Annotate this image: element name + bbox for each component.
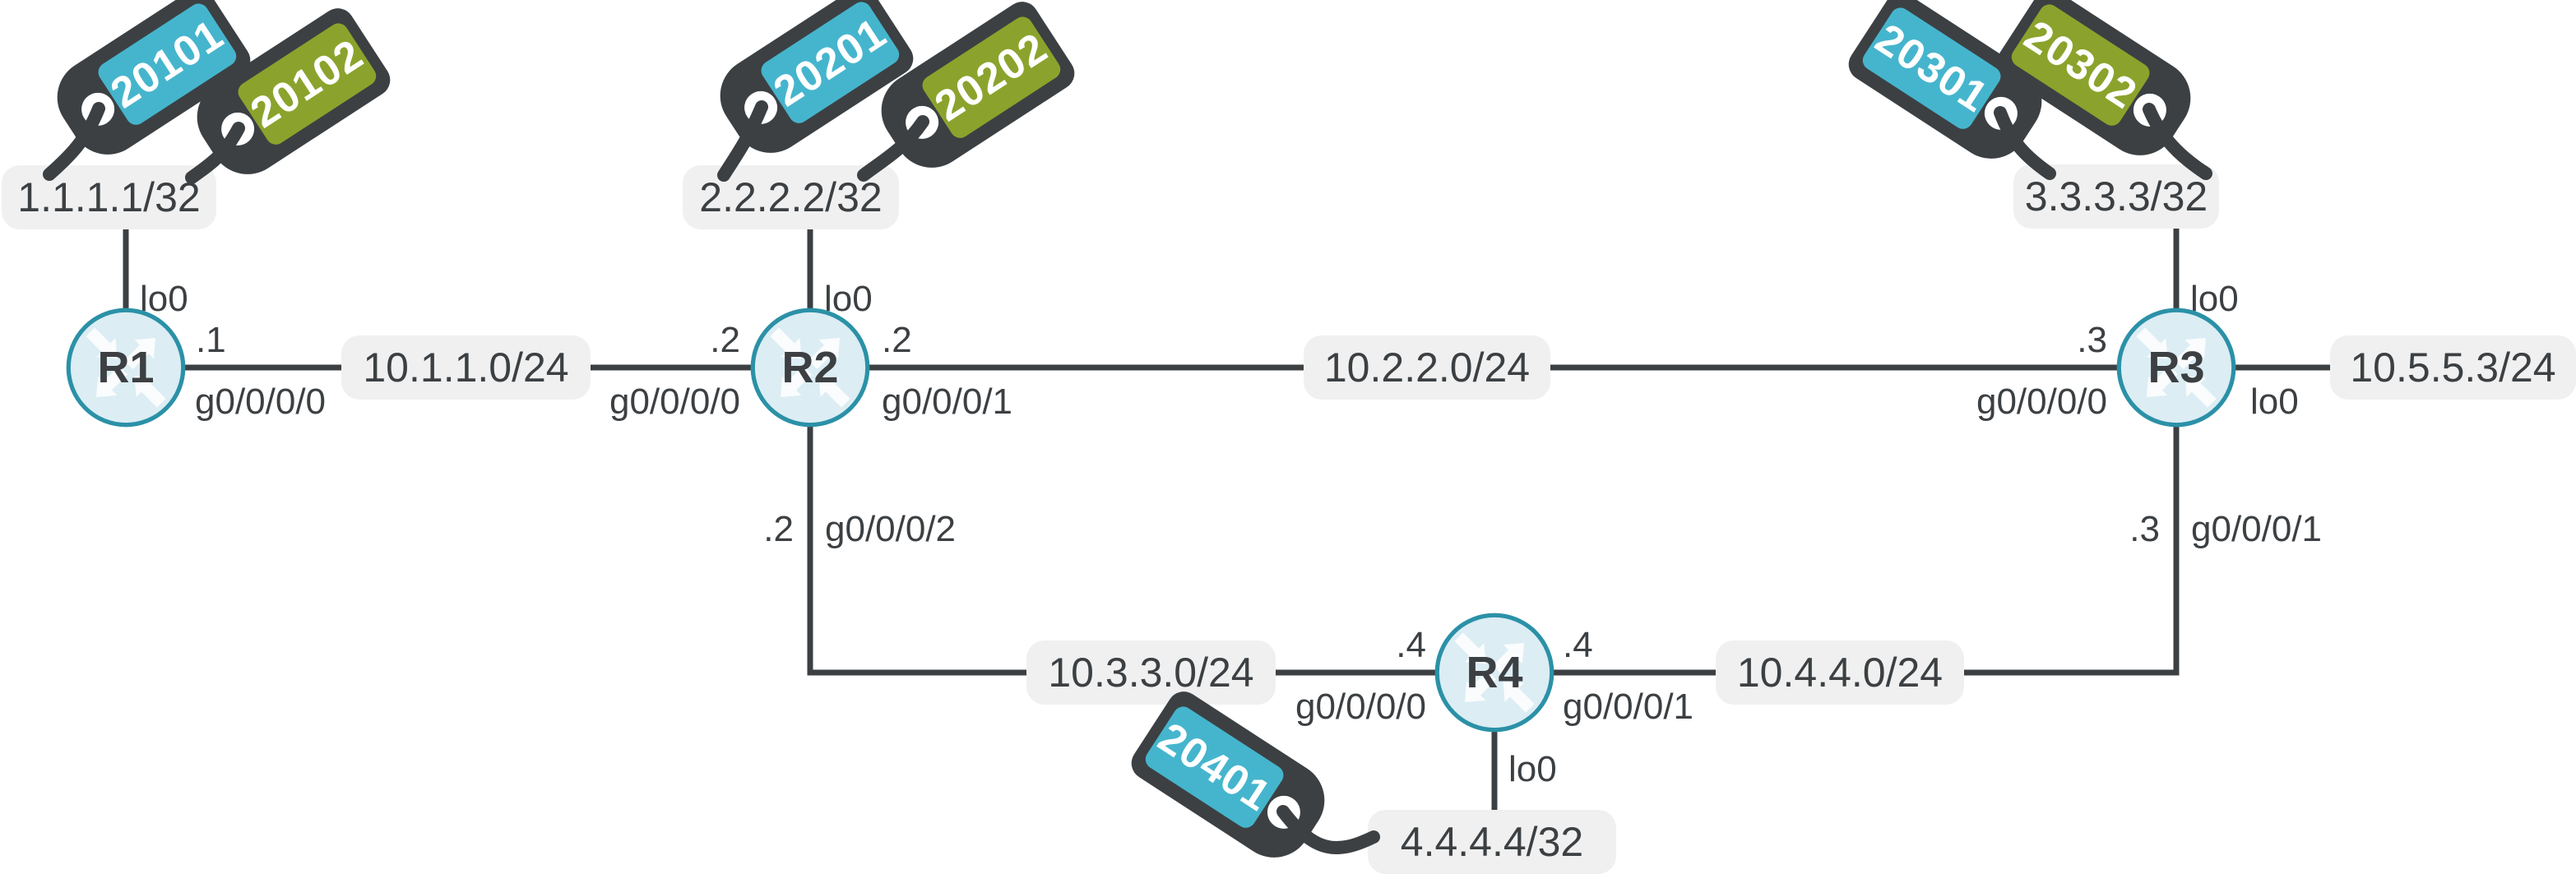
string-20401 bbox=[1276, 805, 1380, 854]
router-r2: R2 bbox=[748, 306, 872, 429]
string-20302 bbox=[2143, 103, 2212, 180]
iface-r4-octet-right: .4 bbox=[1563, 625, 1593, 665]
loopback-label-r3: 3.3.3.3/32 bbox=[2013, 164, 2219, 229]
string-20102 bbox=[185, 122, 245, 184]
string-20101 bbox=[43, 102, 105, 181]
subnet-label-10.2.2.0: 10.2.2.0/24 bbox=[1304, 335, 1550, 400]
router-icon bbox=[66, 308, 186, 428]
iface-r3-octet-left: .3 bbox=[2077, 320, 2107, 360]
router-r4: R4 bbox=[1433, 611, 1556, 734]
subnet-label-10.3.3.0: 10.3.3.0/24 bbox=[1026, 640, 1276, 705]
router-r1: R1 bbox=[64, 306, 188, 429]
iface-r4-g0001: g0/0/0/1 bbox=[1563, 687, 1694, 727]
router-name: R3 bbox=[2147, 343, 2205, 392]
router-icon bbox=[750, 308, 870, 428]
subnet-label-10.4.4.0: 10.4.4.0/24 bbox=[1716, 640, 1964, 705]
iface-r1-g0000: g0/0/0/0 bbox=[195, 382, 327, 422]
string-20301 bbox=[1994, 106, 2056, 180]
iface-r2-g0000: g0/0/0/0 bbox=[609, 382, 740, 422]
iface-r2-g0001: g0/0/0/1 bbox=[882, 382, 1013, 422]
iface-r2-octet-right: .2 bbox=[882, 320, 912, 360]
iface-r2-g0002: g0/0/0/2 bbox=[825, 509, 957, 549]
iface-r2-octet-left: .2 bbox=[710, 320, 740, 360]
iface-r1-octet: .1 bbox=[196, 320, 226, 360]
router-icon bbox=[1434, 613, 1554, 733]
router-name: R2 bbox=[781, 343, 839, 392]
iface-r3-g0000: g0/0/0/0 bbox=[1976, 382, 2107, 422]
iface-r3-g0001: g0/0/0/1 bbox=[2191, 509, 2323, 549]
iface-r3-octet-down: .3 bbox=[2129, 509, 2160, 549]
subnet-label-10.1.1.0: 10.1.1.0/24 bbox=[341, 335, 591, 400]
iface-r2-octet-down: .2 bbox=[763, 509, 794, 549]
iface-r4-g0000: g0/0/0/0 bbox=[1295, 687, 1426, 727]
iface-r3-lo0-right: lo0 bbox=[2250, 382, 2299, 422]
loopback-label-r1: 1.1.1.1/32 bbox=[2, 165, 216, 229]
loopback-label-r3-lo0-2: 10.5.5.3/24 bbox=[2330, 335, 2576, 400]
iface-r4-octet-left: .4 bbox=[1396, 625, 1426, 665]
router-name: R1 bbox=[97, 343, 155, 392]
iface-r4-lo0: lo0 bbox=[1508, 749, 1557, 789]
loopback-label-r4: 4.4.4.4/32 bbox=[1368, 810, 1616, 874]
router-r3: R3 bbox=[2115, 306, 2238, 429]
router-icon bbox=[2116, 308, 2236, 428]
string-20201 bbox=[717, 100, 768, 182]
router-name: R4 bbox=[1466, 648, 1523, 697]
string-20202 bbox=[857, 115, 929, 182]
